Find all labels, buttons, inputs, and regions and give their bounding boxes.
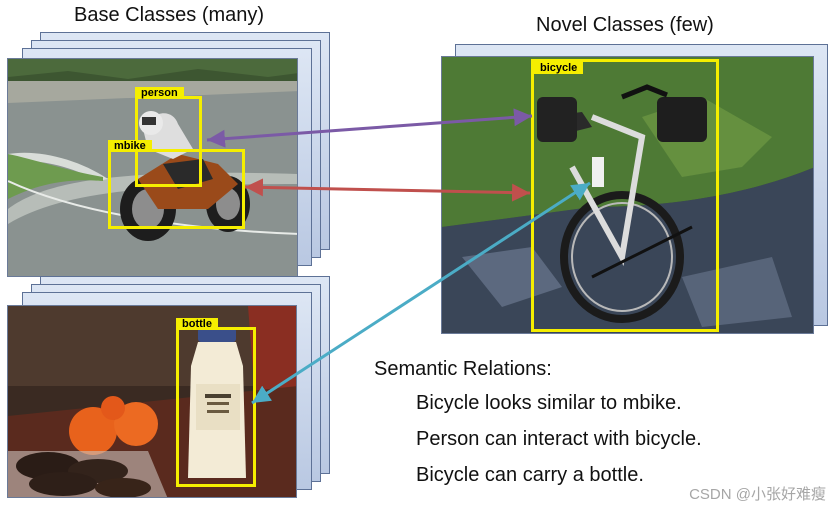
bottle-photo: bottle xyxy=(7,305,297,498)
bottle-bounding-box: bottle xyxy=(176,318,256,487)
novel-classes-title: Novel Classes (few) xyxy=(536,14,714,36)
bicycle-bounding-box: bicycle xyxy=(531,59,719,332)
bottle-box-label: bottle xyxy=(176,318,218,330)
relation-item: Bicycle can carry a bottle. xyxy=(416,464,644,486)
relation-item: Bicycle looks similar to mbike. xyxy=(416,392,682,414)
mbike-bounding-box: mbike xyxy=(108,140,245,229)
relation-item: Person can interact with bicycle. xyxy=(416,428,702,450)
semantic-relations: Semantic Relations: Bicycle looks simila… xyxy=(374,358,702,499)
person-box-label: person xyxy=(135,87,184,99)
watermark: CSDN @小张好难瘦 xyxy=(689,486,826,503)
bicycle-box-label: bicycle xyxy=(534,62,584,74)
motorbike-photo: person mbike xyxy=(7,58,298,277)
semantic-relations-heading: Semantic Relations: xyxy=(374,358,552,380)
base-classes-title: Base Classes (many) xyxy=(74,4,265,26)
bicycle-photo: bicycle xyxy=(441,56,814,334)
mbike-box-label: mbike xyxy=(108,140,152,152)
